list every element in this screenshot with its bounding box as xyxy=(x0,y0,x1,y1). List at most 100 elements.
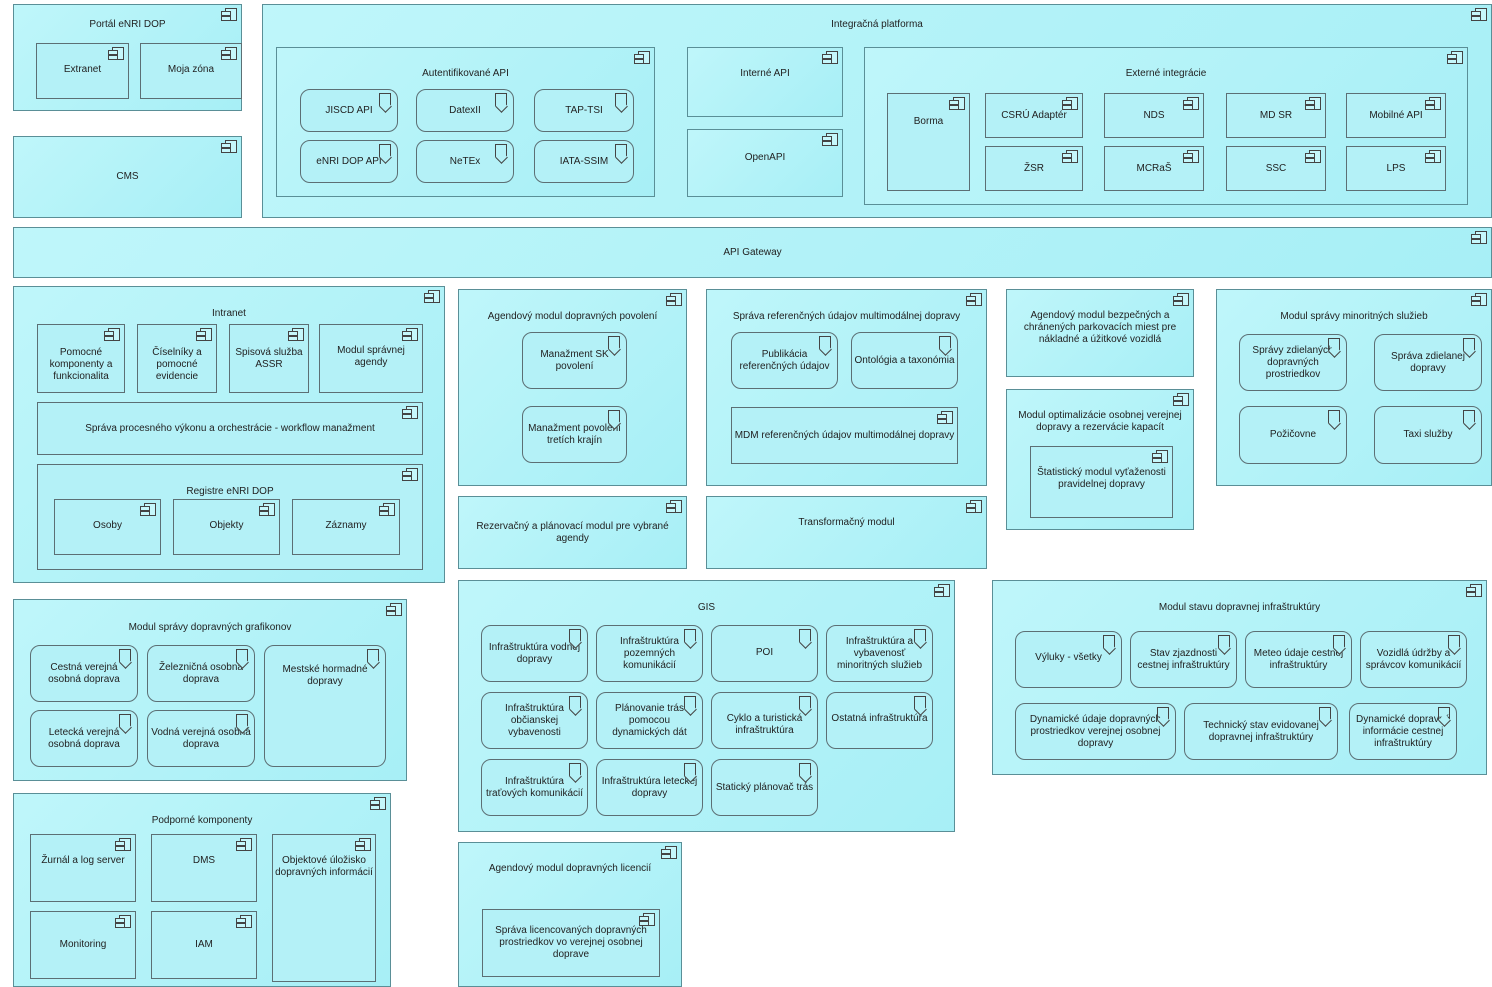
moja-zona-node[interactable]: Moja zóna xyxy=(140,43,242,99)
povolenia-item[interactable]: Manažment SK povolení xyxy=(522,332,627,389)
podporne-item[interactable]: IAM xyxy=(151,911,257,979)
gis-item[interactable]: Infraštruktúra a vybavenosť minoritných … xyxy=(826,625,933,682)
autentifikovane-api-group[interactable]: Autentifikované API JISCD API DatexII TA… xyxy=(276,47,655,197)
minoritne-item[interactable]: Taxi služby xyxy=(1374,406,1482,464)
minoritne-item[interactable]: Správa zdielanej dopravy xyxy=(1374,334,1482,391)
dopravne-povolenia-group[interactable]: Agendový modul dopravných povolení Manaž… xyxy=(458,289,687,486)
mdm-node[interactable]: MDM referenčných údajov multimodálnej do… xyxy=(731,407,958,464)
gis-item[interactable]: Infraštruktúra traťových komunikácií xyxy=(481,759,588,816)
workflow-node[interactable]: Správa procesného výkonu a orchestrácie … xyxy=(37,402,423,455)
external-integration-item[interactable]: SSC xyxy=(1226,146,1326,191)
auth-api-item[interactable]: TAP-TSI xyxy=(534,89,634,132)
auth-api-item[interactable]: IATA-SSIM xyxy=(534,140,634,183)
component-icon xyxy=(221,8,237,21)
stav-item[interactable]: Vozidlá údržby a správcov komunikácií xyxy=(1360,631,1467,688)
grafikon-item-label: Letecká verejná osobná doprava xyxy=(48,726,120,750)
referencne-udaje-group[interactable]: Správa referenčných údajov multimodálnej… xyxy=(706,289,987,486)
external-integration-item[interactable]: ŽSR xyxy=(985,146,1083,191)
grafikon-item[interactable]: Cestná verejná osobná doprava xyxy=(30,645,138,702)
stav-item-label: Stav zjazdnosti cestnej infraštruktúry xyxy=(1137,647,1230,671)
registre-item[interactable]: Osoby xyxy=(54,499,161,555)
gis-item[interactable]: Ostatná infraštruktúra xyxy=(826,692,933,749)
external-integration-item[interactable]: Borma xyxy=(887,93,970,191)
podporne-item[interactable]: Žurnál a log server xyxy=(30,834,136,902)
moja-zona-label: Moja zóna xyxy=(167,64,215,75)
stav-item[interactable]: Výluky - všetky xyxy=(1015,631,1122,688)
statisticky-modul-node[interactable]: Štatistický modul vyťaženosti pravidelne… xyxy=(1030,446,1173,518)
openapi-node[interactable]: OpenAPI xyxy=(687,129,843,197)
gis-item[interactable]: Infraštruktúra vodnej dopravy xyxy=(481,625,588,682)
grafikon-item[interactable]: Železničná osobná doprava xyxy=(147,645,255,702)
podporne-item-label: Monitoring xyxy=(59,939,107,950)
gis-item[interactable]: Infraštruktúra občianskej vybavenosti xyxy=(481,692,588,749)
component-icon xyxy=(288,328,304,341)
interne-api-node[interactable]: Interné API xyxy=(687,47,843,117)
intranet-group[interactable]: Intranet Pomocné komponenty a funkcional… xyxy=(13,286,445,583)
grafikon-item[interactable]: Mestské hormadné dopravy xyxy=(264,645,386,767)
transformacny-modul-node[interactable]: Transformačný modul xyxy=(706,496,987,569)
externe-integracie-group[interactable]: Externé integrácie Borma CSRÚ Adaptér ND… xyxy=(864,47,1468,205)
rezervacny-modul-node[interactable]: Rezervačný a plánovací modul pre vybrané… xyxy=(458,496,687,569)
stav-item[interactable]: Stav zjazdnosti cestnej infraštruktúry xyxy=(1130,631,1237,688)
external-integration-item[interactable]: Mobilné API xyxy=(1346,93,1446,138)
intranet-item[interactable]: Pomocné komponenty a funkcionalita xyxy=(37,324,125,393)
stav-item[interactable]: Dynamické údaje dopravných prostriedkov … xyxy=(1015,703,1176,760)
auth-api-item[interactable]: DatexII xyxy=(416,89,514,132)
gis-group[interactable]: GIS Infraštruktúra vodnej dopravy Infraš… xyxy=(458,580,955,832)
external-integration-item[interactable]: MCRaŠ xyxy=(1104,146,1204,191)
grafikon-item[interactable]: Vodná verejná osobná doprava xyxy=(147,710,255,767)
podporne-item[interactable]: Objektové úložisko dopravných informácií xyxy=(272,834,376,982)
api-gateway-node[interactable]: API Gateway xyxy=(13,227,1492,278)
gis-item[interactable]: Plánovanie trás pomocou dynamických dát xyxy=(596,692,703,749)
podporne-komponenty-group[interactable]: Podporné komponenty Žurnál a log server … xyxy=(13,793,391,987)
service-icon xyxy=(495,93,507,106)
portal-group[interactable]: Portál eNRI DOP Extranet Moja zóna xyxy=(13,4,242,111)
stav-item[interactable]: Technický stav evidovanej dopravnej infr… xyxy=(1184,703,1338,760)
registre-item[interactable]: Objekty xyxy=(173,499,280,555)
povolenia-item[interactable]: Manažment povolení tretích krajín xyxy=(522,406,627,463)
referencne-item[interactable]: Ontológia a taxonómia xyxy=(851,332,958,389)
intranet-item[interactable]: Modul správnej agendy xyxy=(319,324,423,393)
registre-item[interactable]: Záznamy xyxy=(292,499,400,555)
grafikon-item[interactable]: Letecká verejná osobná doprava xyxy=(30,710,138,767)
licencie-item[interactable]: Správa licencovaných dopravných prostrie… xyxy=(482,909,660,977)
stav-item[interactable]: Dynamické dopravné informácie cestnej in… xyxy=(1349,703,1457,760)
cms-node[interactable]: CMS xyxy=(13,136,242,218)
podporne-item[interactable]: Monitoring xyxy=(30,911,136,979)
intranet-item-label: Modul správnej agendy xyxy=(337,345,405,368)
minoritne-item[interactable]: Požičovne xyxy=(1239,406,1347,464)
component-icon xyxy=(1425,150,1441,163)
minoritne-item[interactable]: Správy zdielaných dopravných prostriedko… xyxy=(1239,334,1347,391)
stav-item[interactable]: Meteo údaje cestnej infraštruktúry xyxy=(1245,631,1352,688)
gis-title: GIS xyxy=(697,602,716,613)
podporne-item[interactable]: DMS xyxy=(151,834,257,902)
external-integration-item[interactable]: LPS xyxy=(1346,146,1446,191)
external-integration-item[interactable]: MD SR xyxy=(1226,93,1326,138)
stav-title: Modul stavu dopravnej infraštruktúry xyxy=(1158,602,1321,613)
statisticky-modul-label: Štatistický modul vyťaženosti pravidelne… xyxy=(1037,467,1166,490)
gis-item[interactable]: Infraštruktúra leteckej dopravy xyxy=(596,759,703,816)
optimalizacia-group[interactable]: Modul optimalizácie osobnej verejnej dop… xyxy=(1006,389,1194,530)
referencne-item[interactable]: Publikácia referenčných údajov xyxy=(731,332,838,389)
auth-api-item[interactable]: NeTEx xyxy=(416,140,514,183)
minoritne-sluzby-group[interactable]: Modul správy minoritných služieb Správy … xyxy=(1216,289,1492,486)
parkovacie-miesta-node[interactable]: Agendový modul bezpečných a chránených p… xyxy=(1006,289,1194,377)
component-icon xyxy=(1466,584,1482,597)
auth-api-item[interactable]: JISCD API xyxy=(300,89,398,132)
registre-group[interactable]: Registre eNRI DOP Osoby Objekty Záznamy xyxy=(37,464,423,570)
component-icon xyxy=(666,293,682,306)
external-integration-item[interactable]: CSRÚ Adaptér xyxy=(985,93,1083,138)
gis-item[interactable]: Infraštruktúra pozemných komunikácií xyxy=(596,625,703,682)
dopravne-licencie-group[interactable]: Agendový modul dopravných licencií Správ… xyxy=(458,842,682,987)
dopravne-grafikony-group[interactable]: Modul správy dopravných grafikonov Cestn… xyxy=(13,599,407,781)
integracna-platforma-group[interactable]: Integračná platforma Autentifikované API… xyxy=(262,4,1492,218)
gis-item[interactable]: Cyklo a turistická infraštruktúra xyxy=(711,692,818,749)
gis-item[interactable]: Statický plánovač trás xyxy=(711,759,818,816)
external-integration-item[interactable]: NDS xyxy=(1104,93,1204,138)
stav-infrastruktury-group[interactable]: Modul stavu dopravnej infraštruktúry Výl… xyxy=(992,580,1487,775)
gis-item[interactable]: POI xyxy=(711,625,818,682)
intranet-item[interactable]: Číselníky a pomocné evidencie xyxy=(137,324,217,393)
extranet-node[interactable]: Extranet xyxy=(36,43,129,99)
intranet-item[interactable]: Spisová služba ASSR xyxy=(229,324,309,393)
auth-api-item[interactable]: eNRI DOP API xyxy=(300,140,398,183)
